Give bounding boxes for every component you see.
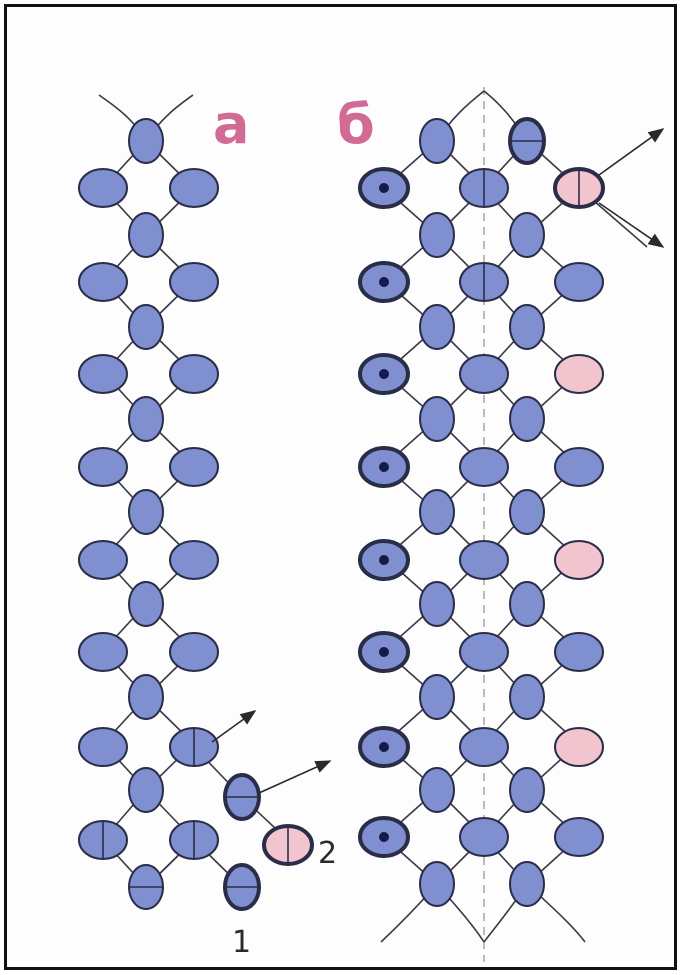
bead-center-dot — [379, 183, 389, 193]
bead-horizontal — [459, 540, 509, 580]
bead-vertical — [419, 212, 455, 258]
direction-arrow — [211, 710, 257, 743]
bead-center-dot — [379, 832, 389, 842]
direction-arrow — [598, 202, 665, 248]
bead-pink — [554, 540, 604, 580]
bead-horizontal — [78, 168, 128, 208]
direction-arrow — [598, 128, 665, 176]
bead-vertical — [419, 396, 455, 442]
bead-horizontal — [169, 540, 219, 580]
bead-horizontal — [554, 817, 604, 857]
bead-vertical — [419, 767, 455, 813]
bead-horizontal — [459, 354, 509, 394]
bead-2-label: 2 — [318, 836, 337, 871]
bead-pink — [554, 354, 604, 394]
bead-vertical — [419, 304, 455, 350]
bead-vertical — [419, 118, 455, 164]
bead-horizontal — [169, 262, 219, 302]
bead-vertical — [509, 861, 545, 907]
bead-vertical — [509, 396, 545, 442]
bead-horizontal — [78, 447, 128, 487]
bead-vertical — [128, 581, 164, 627]
bead-horizontal — [459, 632, 509, 672]
bead-1-label: 1 — [232, 925, 251, 960]
panel-a-label: а — [213, 93, 249, 156]
bead-horizontal — [459, 727, 509, 767]
bead-horizontal — [459, 817, 509, 857]
bead-vertical — [128, 396, 164, 442]
bead-pink — [554, 727, 604, 767]
bead-horizontal — [554, 447, 604, 487]
diagram-frame: а б 1 2 — [4, 4, 677, 970]
bead-vertical — [509, 212, 545, 258]
beading-scheme: а б 1 2 — [78, 87, 665, 962]
direction-arrow — [258, 760, 332, 794]
bead-horizontal — [169, 632, 219, 672]
bead-horizontal — [78, 540, 128, 580]
bead-vertical — [509, 489, 545, 535]
bead-horizontal — [169, 168, 219, 208]
bead-center-dot — [379, 555, 389, 565]
bead-vertical — [509, 767, 545, 813]
bead-vertical — [128, 304, 164, 350]
bead-horizontal — [554, 262, 604, 302]
bead-vertical — [509, 581, 545, 627]
bead-center-dot — [379, 742, 389, 752]
panel-b-label: б — [337, 93, 375, 156]
bead-vertical — [128, 118, 164, 164]
bead-horizontal — [554, 632, 604, 672]
bead-center-dot — [379, 647, 389, 657]
bead-vertical — [509, 674, 545, 720]
bead-center-dot — [379, 462, 389, 472]
bead-horizontal — [459, 447, 509, 487]
bead-vertical — [419, 489, 455, 535]
bead-vertical — [419, 674, 455, 720]
bead-vertical — [419, 861, 455, 907]
bead-center-dot — [379, 369, 389, 379]
bead-horizontal — [78, 354, 128, 394]
bead-horizontal — [169, 447, 219, 487]
bead-horizontal — [78, 727, 128, 767]
bead-vertical — [128, 212, 164, 258]
bead-vertical — [419, 581, 455, 627]
bead-vertical — [509, 304, 545, 350]
bead-horizontal — [78, 262, 128, 302]
bead-vertical — [128, 767, 164, 813]
bead-vertical — [128, 489, 164, 535]
bead-horizontal — [169, 354, 219, 394]
bead-vertical — [128, 674, 164, 720]
bead-horizontal — [78, 632, 128, 672]
bead-center-dot — [379, 277, 389, 287]
